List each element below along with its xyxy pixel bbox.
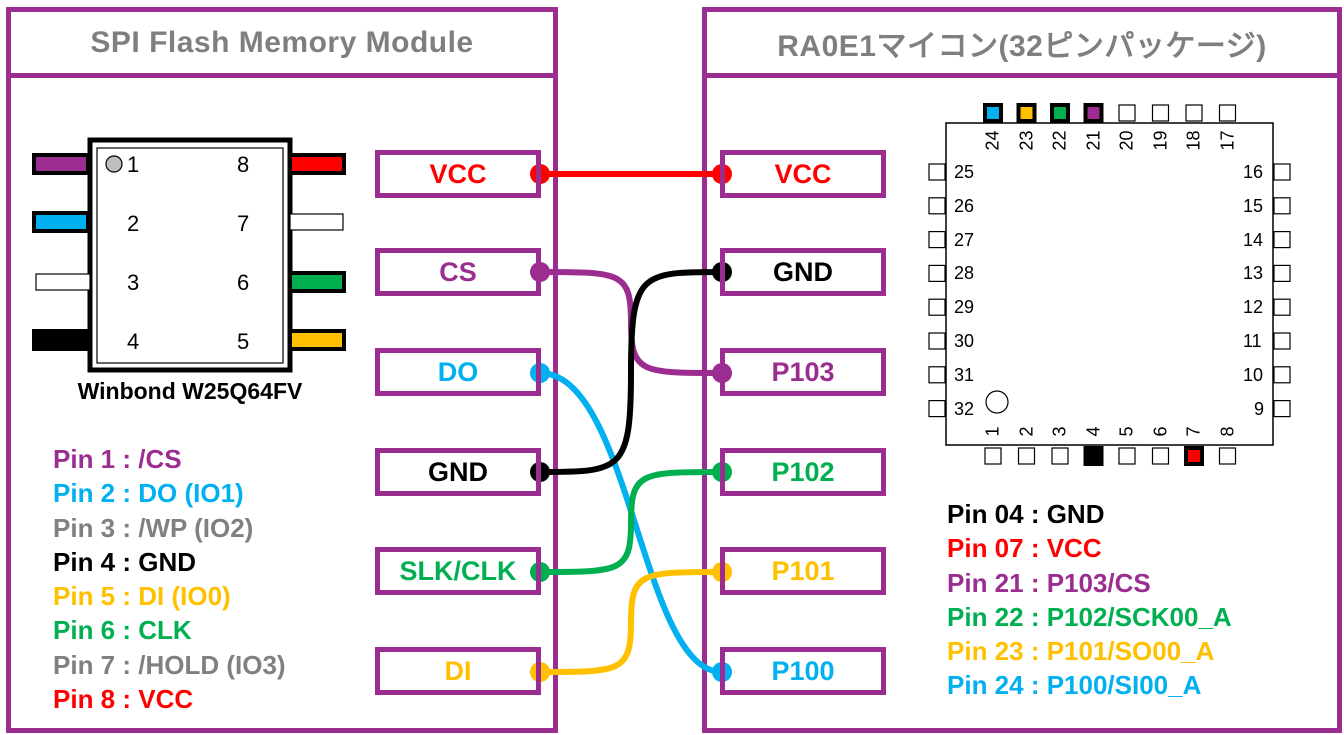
wire-gnd [539, 269, 723, 475]
flash-chip-name: Winbond W25Q64FV [77, 378, 303, 404]
chip-pin-number: 8 [237, 152, 250, 177]
mcu-pin-number: 4 [1083, 426, 1104, 437]
mcu-pin-number: 12 [1243, 297, 1264, 318]
mcu-signal-p100: P100 [720, 647, 886, 695]
flash-signal-vcc: VCC [375, 150, 541, 198]
mcu-pin-number: 13 [1243, 263, 1264, 284]
flash-module-title: SPI Flash Memory Module [11, 12, 553, 78]
mcu-pin-number: 14 [1243, 229, 1264, 250]
flash-signal-do: DO [375, 348, 541, 396]
mcu-pin-number: 25 [954, 162, 975, 182]
chip-pin-number: 6 [237, 270, 250, 295]
chip-pin-number: 4 [127, 329, 140, 354]
wire-slk-clk [539, 469, 723, 575]
chip-pin-number: 3 [127, 270, 140, 295]
mcu-pin-number: 16 [1243, 162, 1264, 182]
mcu-pin-number: 26 [954, 195, 975, 216]
legend-item: Pin 6 : CLK [53, 615, 192, 646]
flash-signal-clk: SLK/CLK [375, 547, 541, 595]
mcu-pin-number: 10 [1243, 364, 1264, 385]
legend-item: Pin 5 : DI (IO0) [53, 581, 231, 612]
mcu-signal-gnd: GND [720, 248, 886, 296]
legend-item: Pin 7 : /HOLD (IO3) [53, 649, 286, 680]
mcu-pin-legend: Pin 04 : GND Pin 07 : VCC Pin 21 : P103/… [947, 497, 1232, 703]
mcu-pin-number: 9 [1254, 398, 1265, 419]
mcu-pin-number: 7 [1183, 426, 1204, 437]
mcu-pin-number: 18 [1183, 130, 1204, 151]
flash-pin-legend: Pin 1 : /CS Pin 2 : DO (IO1) Pin 3 : /WP… [53, 442, 286, 716]
mcu-pin-number: 22 [1049, 130, 1070, 151]
mcu-title: RA0E1マイコン(32ピンパッケージ) [707, 12, 1337, 78]
mcu-pin-number: 21 [1083, 130, 1104, 151]
chip-pin-number: 2 [127, 211, 140, 236]
legend-item: Pin 1 : /CS [53, 444, 182, 474]
chip-pin-number: 7 [237, 211, 250, 236]
mcu-pin-number: 2 [1016, 426, 1037, 437]
mcu-pin-number: 3 [1049, 426, 1070, 437]
chip-pin-number: 5 [237, 329, 250, 354]
mcu-pin-number: 19 [1150, 130, 1171, 151]
mcu-pin-number: 15 [1243, 195, 1264, 216]
flash-signal-gnd: GND [375, 448, 541, 496]
wire-cs [539, 269, 723, 376]
mcu-pin-number: 17 [1217, 130, 1238, 151]
mcu-pin-number: 5 [1116, 426, 1137, 437]
mcu-pin-number: 29 [954, 297, 975, 318]
legend-item: Pin 07 : VCC [947, 533, 1102, 564]
mcu-pin-number: 6 [1150, 426, 1171, 437]
legend-item: Pin 04 : GND [947, 499, 1105, 529]
mcu-pin-number: 23 [1016, 130, 1037, 151]
wire-do [539, 370, 723, 675]
legend-item: Pin 21 : P103/CS [947, 567, 1151, 598]
chip-pin-number: 1 [127, 152, 140, 177]
mcu-pin-number: 30 [954, 331, 975, 351]
legend-item: Pin 4 : GND [53, 546, 197, 577]
wire-di [539, 569, 723, 675]
mcu-pin-number: 32 [954, 398, 975, 419]
legend-item: Pin 22 : P102/SCK00_A [947, 601, 1232, 632]
mcu-pin-number: 24 [982, 130, 1003, 151]
mcu-signal-vcc: VCC [720, 150, 886, 198]
mcu-pin-number: 31 [954, 364, 975, 385]
mcu-pin-number: 27 [954, 229, 975, 250]
mcu-signal-p102: P102 [720, 448, 886, 496]
legend-item: Pin 24 : P100/SI00_A [947, 670, 1202, 701]
legend-item: Pin 23 : P101/SO00_A [947, 636, 1215, 667]
mcu-signal-p101: P101 [720, 547, 886, 595]
mcu-pin-number: 1 [982, 426, 1003, 437]
legend-item: Pin 8 : VCC [53, 684, 194, 715]
flash-signal-cs: CS [375, 248, 541, 296]
mcu-pin-number: 28 [954, 263, 975, 284]
legend-item: Pin 2 : DO (IO1) [53, 478, 244, 509]
mcu-pin-number: 11 [1243, 331, 1262, 351]
flash-signal-di: DI [375, 647, 541, 695]
mcu-pin-number: 8 [1217, 426, 1238, 437]
mcu-signal-p103: P103 [720, 348, 886, 396]
legend-item: Pin 3 : /WP (IO2) [53, 512, 254, 543]
mcu-pin-number: 20 [1116, 130, 1137, 151]
